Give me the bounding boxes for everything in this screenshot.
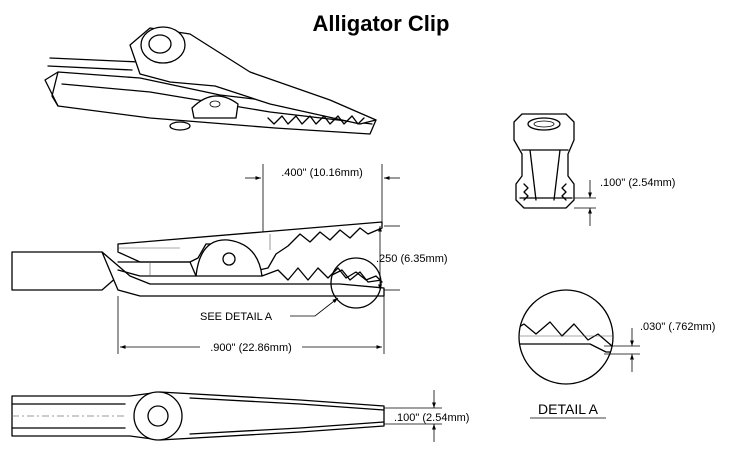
side-view	[11, 221, 385, 309]
end-view	[513, 113, 575, 209]
isometric-view	[44, 26, 377, 135]
dim-overall-length: .900" (22.86mm)	[117, 296, 385, 354]
dim-tooth-depth-label: .030" (.762mm)	[640, 321, 715, 333]
dim-overall-length-label: .900" (22.86mm)	[210, 342, 292, 354]
dim-jaw-offset-label: .400" (10.16mm)	[281, 167, 363, 179]
dim-tip-height-end: .100" (2.54mm)	[384, 390, 469, 442]
drawing-title: Alligator Clip	[313, 11, 450, 36]
dim-jaw-offset: .400" (10.16mm)	[245, 164, 400, 232]
detail-a-view	[518, 289, 614, 385]
dim-tooth-depth: .030" (.762mm)	[604, 321, 715, 372]
dim-tip-height-end-label: .100" (2.54mm)	[394, 412, 469, 424]
top-view	[11, 391, 385, 441]
dim-jaw-height-label: .250 (6.35mm)	[376, 253, 448, 265]
dim-tip-height-top: .100" (2.54mm)	[574, 177, 675, 226]
dim-tip-height-top-label: .100" (2.54mm)	[600, 177, 675, 189]
see-detail-label: SEE DETAIL A	[200, 311, 273, 323]
dim-jaw-height: .250 (6.35mm)	[376, 225, 448, 291]
detail-a-caption: DETAIL A	[538, 401, 599, 417]
see-detail-callout: SEE DETAIL A	[200, 297, 339, 323]
